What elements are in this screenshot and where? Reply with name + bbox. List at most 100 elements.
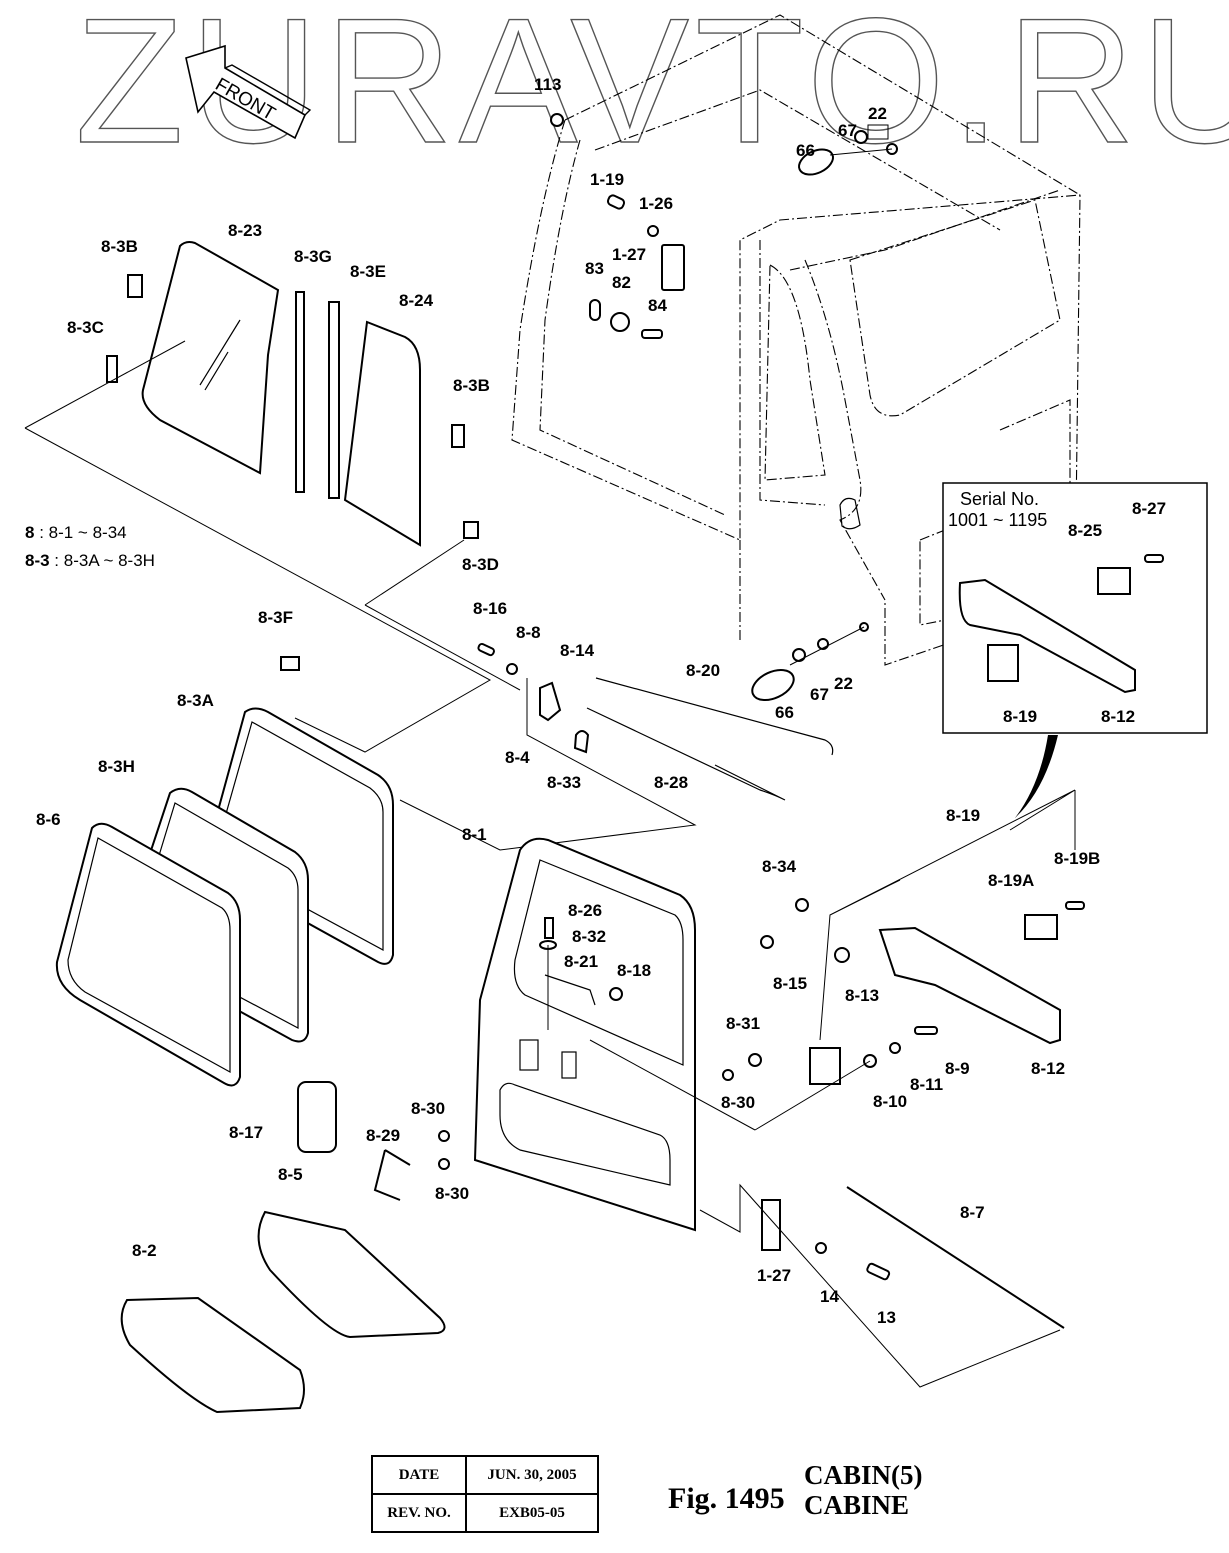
callout: 8-2 [132, 1241, 157, 1260]
rail-8-7 [846, 1186, 1065, 1329]
date-value: JUN. 30, 2005 [465, 1455, 599, 1495]
callout: 8-26 [568, 901, 602, 920]
callout: 1-27 [612, 245, 646, 264]
inset-callout: 8-19 [1003, 707, 1037, 726]
callout: 8-23 [228, 221, 262, 240]
watermark: ZURAVTO.RU [75, 0, 1229, 180]
block-8-3F [280, 656, 300, 671]
callout: 8-4 [505, 748, 530, 767]
washer-14 [815, 1242, 827, 1254]
callout: 67 [810, 685, 829, 704]
callout: 8-19 [946, 806, 980, 825]
callout: 8-7 [960, 1203, 985, 1222]
revision-table: DATE JUN. 30, 2005 REV. NO. EXB05-05 [371, 1455, 599, 1533]
callout: 8-11 [910, 1075, 943, 1094]
striker-8-19 [809, 1047, 841, 1085]
inset-callout: 8-27 [1132, 499, 1166, 518]
figure-title-en: CABIN(5) [804, 1460, 923, 1490]
callout: 14 [820, 1287, 839, 1306]
lock-8-15 [760, 935, 774, 949]
callout: 8-30 [411, 1099, 445, 1118]
callout: 8-3B [453, 376, 490, 395]
callout: 22 [834, 674, 853, 693]
callout: 8-30 [721, 1093, 755, 1112]
callout: 8-18 [617, 961, 651, 980]
callout: 66 [775, 703, 794, 722]
callout: 8-32 [572, 927, 606, 946]
callout: 1-19 [590, 170, 624, 189]
note-line-2: 8-3 : 8-3A ~ 8-3H [25, 551, 155, 570]
hinge-hardware-upper [589, 194, 685, 339]
callout-labels: 113 22 67 66 1-19 1-26 1-27 83 82 84 8-2… [36, 75, 1100, 1327]
callout: 8-31 [726, 1014, 760, 1033]
callout: 8-5 [278, 1165, 303, 1184]
callout: 8-10 [873, 1092, 907, 1111]
inset-callout: 8-12 [1101, 707, 1135, 726]
callout: 8-19A [988, 871, 1034, 890]
callout: 13 [877, 1308, 896, 1327]
inset-title-line1: Serial No. [960, 489, 1039, 509]
callout: 8-3A [177, 691, 214, 710]
handle-8-17 [297, 1081, 337, 1153]
glass-8-23 [141, 241, 280, 475]
callout: 8-3G [294, 247, 332, 266]
rev-label: REV. NO. [371, 1493, 467, 1533]
callout: 84 [648, 296, 667, 315]
u-bolt-8-29 [373, 1149, 411, 1201]
callout: 67 [838, 121, 857, 140]
rod-8-21 [544, 974, 596, 1006]
striker-8-19A [1024, 914, 1058, 940]
hinge-1-27 [761, 1199, 781, 1251]
glass-8-24 [343, 320, 421, 547]
rev-value: EXB05-05 [465, 1493, 599, 1533]
callout: 8-33 [547, 773, 581, 792]
callout: 8-21 [564, 952, 598, 971]
clip-8-3B-2 [451, 424, 465, 448]
seal-strip-8-3G [295, 291, 305, 493]
callout: 8-14 [560, 641, 595, 660]
callout: 8-3H [98, 757, 135, 776]
callout: 113 [534, 75, 561, 94]
callout: 83 [585, 259, 604, 278]
clip-8-3C [106, 355, 118, 383]
serial-inset: Serial No. 1001 ~ 1195 8-27 8-25 8-19 8-… [942, 482, 1208, 734]
callout: 8-9 [945, 1059, 970, 1078]
bolt-hardware-lower [751, 622, 869, 702]
clip-8-34 [795, 898, 809, 912]
callout: 8-15 [773, 974, 807, 993]
latch-assembly [399, 642, 834, 851]
callout: 8-20 [686, 661, 720, 680]
date-label: DATE [371, 1455, 467, 1495]
callout: 1-27 [757, 1266, 791, 1285]
pointer-arrow-icon [1015, 735, 1058, 818]
callout: 8-34 [762, 857, 797, 876]
callout: 8-13 [845, 986, 879, 1005]
callout: 66 [796, 141, 815, 160]
clip-8-3D [463, 521, 479, 539]
clip-8-3B [127, 274, 143, 298]
callout: 8-3F [258, 608, 293, 627]
bolt-8-19B [1065, 901, 1085, 910]
figure-title-fr: CABINE [804, 1490, 910, 1520]
seal-strip-8-3E [328, 301, 340, 499]
figure-number: Fig. 1495 [668, 1482, 785, 1515]
callout: 22 [868, 104, 887, 123]
callout: 8-3C [67, 318, 104, 337]
inset-callout: 8-25 [1068, 521, 1102, 540]
seal-8-6 [55, 822, 241, 1087]
callout: 8-16 [473, 599, 507, 618]
bolt-8-9 [914, 1026, 938, 1035]
note-line-1: 8 : 8-1 ~ 8-34 [25, 523, 127, 542]
door-8-1 [473, 837, 696, 1232]
cabin-body [511, 14, 1081, 666]
callout: 8-19B [1054, 849, 1100, 868]
callout: 8-3D [462, 555, 499, 574]
bracket-8-12 [878, 926, 1061, 1045]
bolt-hardware-top [550, 113, 898, 176]
bolt-13 [866, 1262, 891, 1281]
callout: 8-29 [366, 1126, 400, 1145]
callout: 8-6 [36, 810, 61, 829]
bolt-8-26 [544, 917, 554, 939]
callout: 1-26 [639, 194, 673, 213]
callout: 8-3B [101, 237, 138, 256]
